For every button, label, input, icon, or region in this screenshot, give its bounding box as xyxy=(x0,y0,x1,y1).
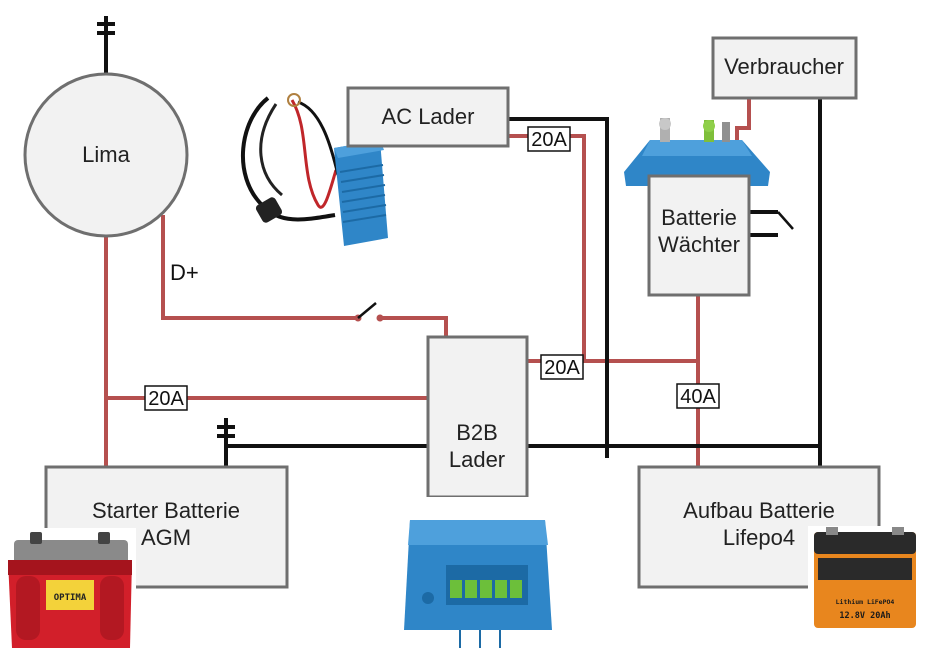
starter-batterie-label-line1: Starter Batterie xyxy=(92,498,240,523)
fuse-b2b-in: 20A xyxy=(144,385,188,411)
batterie-waechter-label-line2: Wächter xyxy=(658,232,740,257)
lima-component: Lima xyxy=(23,72,189,238)
fuse-aufbau: 40A xyxy=(676,383,720,409)
verbraucher-label: Verbraucher xyxy=(724,54,844,79)
lima-label: Lima xyxy=(82,142,130,167)
b2b-lader-label-line2: Lader xyxy=(449,447,505,472)
lifepo4-battery-photo: Lithium LiFePO4 12.8V 20Ah xyxy=(808,526,920,632)
aufbau-batterie-label-line2: Lifepo4 xyxy=(723,525,795,550)
fuse-b2b-in-label: 20A xyxy=(148,388,184,410)
b2b-lader-label-line1: B2B xyxy=(456,420,498,445)
starter-batterie-label-line2: AGM xyxy=(141,525,191,550)
fuse-b2b-out-label: 20A xyxy=(544,357,580,379)
wire-switch-b2b xyxy=(378,316,448,337)
wire-d-plus xyxy=(161,215,358,320)
relay-switch-icon xyxy=(777,211,794,230)
fuse-ac-lader-label: 20A xyxy=(531,129,567,151)
switch-icon xyxy=(354,302,384,322)
ac-lader-box: AC Lader xyxy=(346,86,510,148)
aufbau-batterie-label-line1: Aufbau Batterie xyxy=(683,498,835,523)
ac-charger-photo xyxy=(240,93,388,246)
d-plus-label: D+ xyxy=(170,260,199,285)
starter-battery-brand: OPTIMA xyxy=(54,593,87,603)
fuse-ac-lader: 20A xyxy=(527,126,571,152)
ac-lader-label: AC Lader xyxy=(382,104,475,129)
ground-symbol-icon xyxy=(97,16,115,40)
batterie-waechter-box: Batterie Wächter xyxy=(647,174,751,297)
b2b-lader-box: B2B Lader xyxy=(426,335,529,499)
lifepo4-label: Lithium LiFePO4 xyxy=(836,598,895,606)
wire-ac-lader-gnd xyxy=(508,117,609,458)
fuse-b2b-out: 20A xyxy=(540,354,584,380)
lifepo4-spec: 12.8V 20Ah xyxy=(839,611,890,621)
b2b-charger-photo xyxy=(396,497,556,657)
wire-ac-lader-pos xyxy=(508,134,586,361)
batterie-waechter-label-line1: Batterie xyxy=(661,205,737,230)
fuse-aufbau-label: 40A xyxy=(680,386,716,408)
verbraucher-box: Verbraucher xyxy=(711,36,858,100)
ground-symbol-icon xyxy=(217,418,235,442)
starter-battery-photo: OPTIMA xyxy=(0,528,136,658)
